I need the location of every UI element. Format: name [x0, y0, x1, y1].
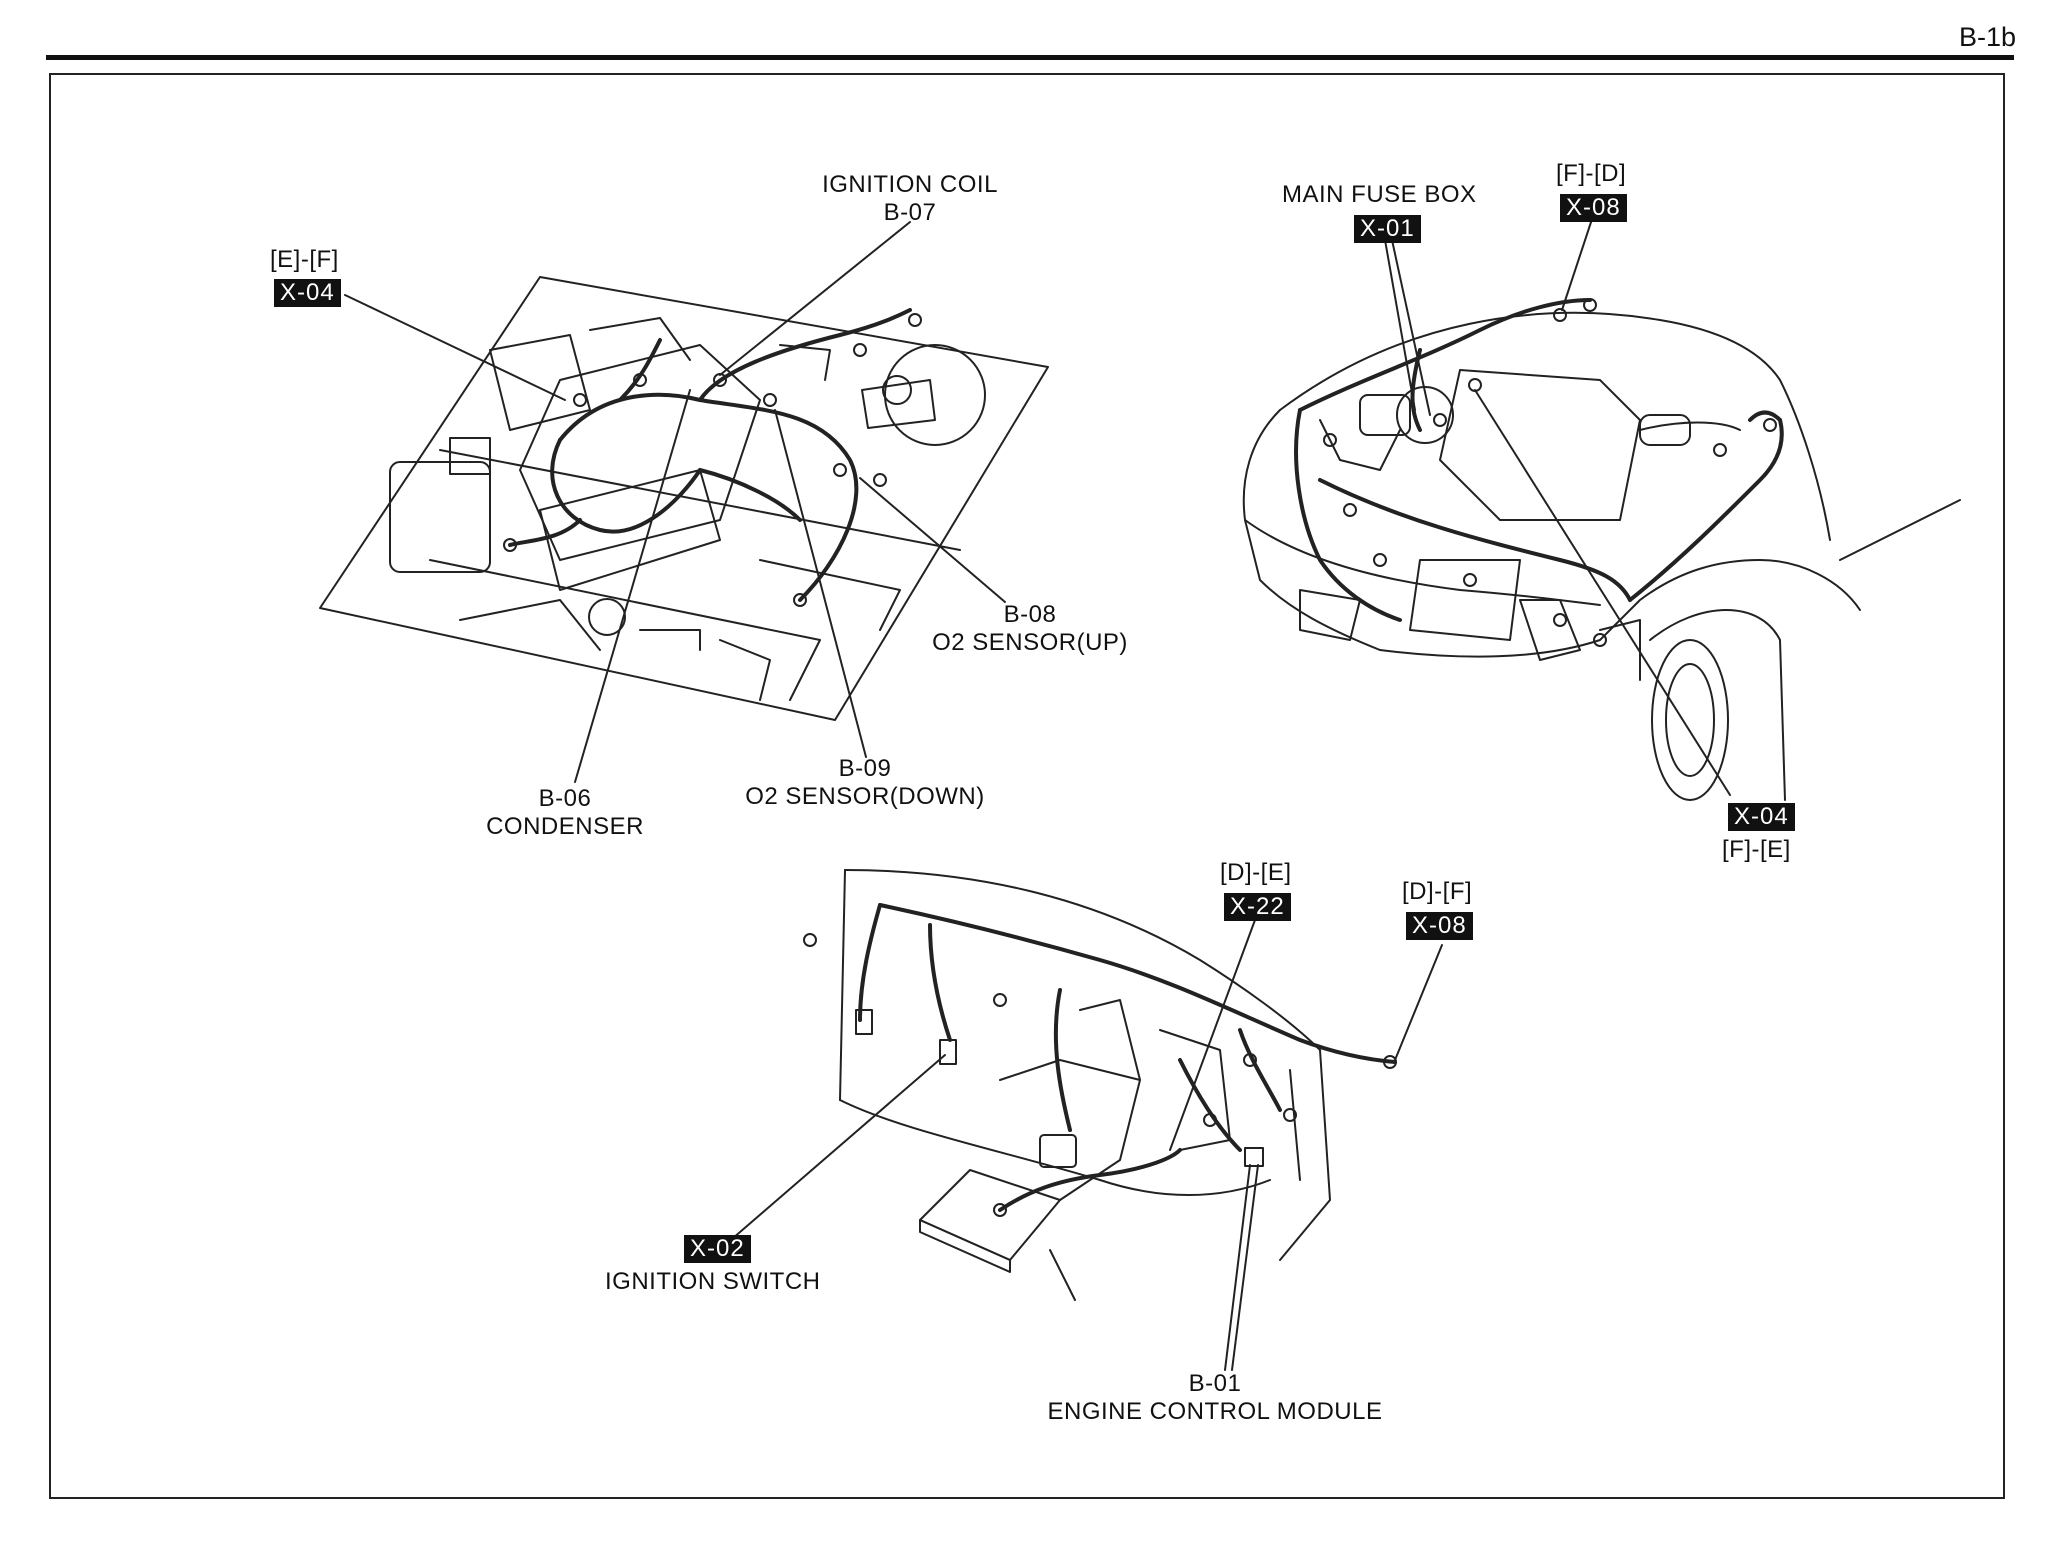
engine-leader-lines: [344, 221, 1006, 783]
front-connectors: [1323, 298, 1777, 647]
o2-sensor-down-label: B-09 O2 SENSOR(DOWN): [730, 755, 1000, 811]
connector-x08-fd: X-08: [1560, 194, 1627, 222]
engine-connectors: [503, 313, 922, 607]
o2-sensor-up-name: O2 SENSOR(UP): [932, 629, 1128, 656]
dash-leader-lines: [724, 919, 1443, 1371]
o2-sensor-down-code: B-09: [838, 755, 892, 782]
route-df-label: [D]-[F]: [1402, 878, 1473, 905]
ignition-coil-name: IGNITION COIL: [822, 171, 998, 198]
connector-x04-ef: X-04: [274, 279, 341, 307]
connector-x02: X-02: [684, 1235, 751, 1263]
ecm-label: B-01 ENGINE CONTROL MODULE: [1030, 1370, 1400, 1426]
condenser-code: B-06: [538, 785, 592, 812]
dash-harness: [858, 903, 1397, 1212]
ignition-coil-label: IGNITION COIL B-07: [790, 171, 1030, 227]
dash-connectors: [803, 933, 1397, 1217]
front-harness: [1294, 298, 1784, 622]
ignition-switch-label: IGNITION SWITCH: [605, 1268, 821, 1295]
engine-compartment-drawing: [319, 276, 1049, 721]
route-fd-label: [F]-[D]: [1556, 160, 1627, 187]
connector-x04-fe: X-04: [1728, 803, 1795, 831]
route-de-label: [D]-[E]: [1220, 859, 1292, 886]
connector-x01: X-01: [1354, 215, 1421, 243]
condenser-label: B-06 CONDENSER: [470, 785, 660, 841]
condenser-name: CONDENSER: [486, 813, 644, 840]
page-number: B-1b: [1958, 22, 2016, 52]
ecm-name: ENGINE CONTROL MODULE: [1047, 1398, 1383, 1425]
o2-sensor-up-label: B-08 O2 SENSOR(UP): [910, 601, 1150, 657]
interior-drawing: [839, 869, 1331, 1301]
route-ef-label: [E]-[F]: [270, 246, 339, 273]
o2-sensor-down-name: O2 SENSOR(DOWN): [745, 783, 985, 810]
main-fuse-box-label: MAIN FUSE BOX: [1282, 181, 1477, 208]
front-leader-lines: [1384, 209, 1731, 796]
connector-x22: X-22: [1224, 893, 1291, 921]
header-rule: [46, 55, 2014, 60]
ecm-code: B-01: [1188, 1370, 1242, 1397]
route-fe-label: [F]-[E]: [1722, 836, 1791, 863]
connector-x08-df: X-08: [1406, 912, 1473, 940]
diagram-frame: [49, 73, 2005, 1499]
car-front-drawing: [1242, 311, 1961, 801]
ignition-coil-code: B-07: [883, 199, 937, 226]
o2-sensor-up-code: B-08: [1003, 601, 1057, 628]
